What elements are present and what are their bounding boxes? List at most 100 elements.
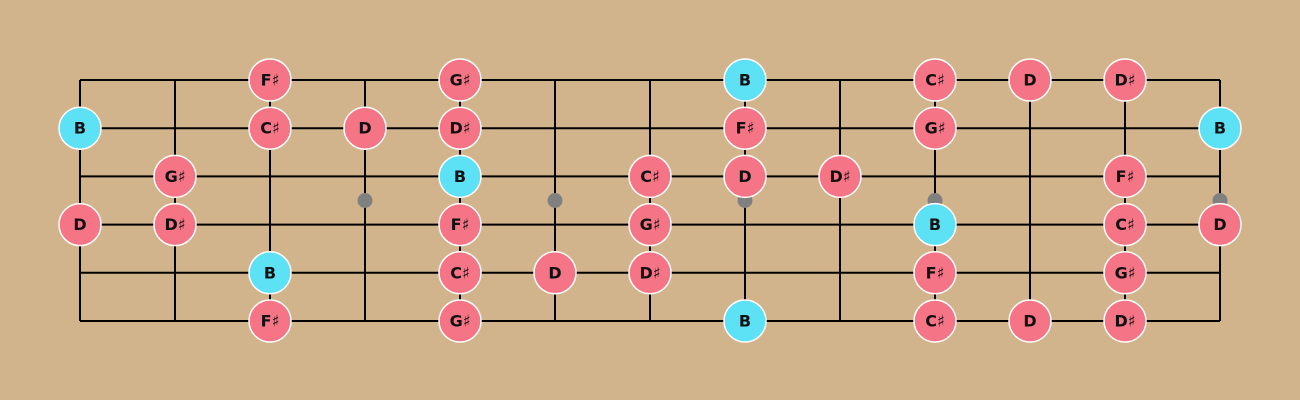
note-label: C♯ <box>925 312 944 331</box>
scale-note-circle <box>723 106 767 150</box>
note-marker: C♯ <box>913 58 957 102</box>
scale-note-circle <box>1103 202 1147 247</box>
scale-note-circle <box>628 251 672 295</box>
note-marker: B <box>58 106 102 150</box>
note-label: D <box>1023 71 1036 90</box>
note-marker: B <box>438 154 482 199</box>
note-label: F♯ <box>1116 167 1135 186</box>
note-label: G♯ <box>1115 263 1136 282</box>
note-marker: D♯ <box>1103 299 1147 343</box>
note-marker: G♯ <box>628 202 672 247</box>
note-label: B <box>264 263 276 282</box>
note-label: D♯ <box>639 263 660 282</box>
note-label: G♯ <box>925 119 946 138</box>
scale-note-circle <box>248 106 292 150</box>
note-marker: C♯ <box>248 106 292 150</box>
scale-note-circle <box>153 202 197 247</box>
scale-note-circle <box>438 299 482 343</box>
note-marker: D♯ <box>438 106 482 150</box>
note-label: F♯ <box>451 215 470 234</box>
scale-note-circle <box>438 106 482 150</box>
root-note-circle <box>913 202 957 247</box>
note-marker: G♯ <box>438 299 482 343</box>
note-marker: G♯ <box>438 58 482 102</box>
note-label: G♯ <box>450 71 471 90</box>
note-label: B <box>74 119 86 138</box>
scale-note-circle <box>913 299 957 343</box>
scale-note-circle <box>58 202 102 247</box>
note-label: D <box>1023 312 1036 331</box>
note-label: B <box>739 312 751 331</box>
scale-note-circle <box>153 154 197 199</box>
note-label: D♯ <box>164 215 185 234</box>
note-label: D♯ <box>1114 71 1135 90</box>
inlay-dot-fret-5 <box>547 193 563 208</box>
note-marker: F♯ <box>248 58 292 102</box>
note-label: C♯ <box>260 119 279 138</box>
root-note-circle <box>438 154 482 199</box>
note-marker: B <box>723 58 767 102</box>
scale-note-circle <box>628 202 672 247</box>
note-label: D <box>548 263 561 282</box>
scale-note-circle <box>438 251 482 295</box>
note-label: G♯ <box>450 312 471 331</box>
note-label: G♯ <box>165 167 186 186</box>
note-label: B <box>454 167 466 186</box>
note-label: D <box>358 119 371 138</box>
note-label: F♯ <box>736 119 755 138</box>
note-marker: F♯ <box>723 106 767 150</box>
note-marker: G♯ <box>1103 251 1147 295</box>
scale-note-circle <box>1103 251 1147 295</box>
scale-note-circle <box>438 202 482 247</box>
root-note-circle <box>723 58 767 102</box>
note-marker: D <box>1008 299 1052 343</box>
root-note-circle <box>1198 106 1242 150</box>
scale-note-circle <box>1008 299 1052 343</box>
scale-note-circle <box>1103 154 1147 199</box>
scale-note-circle <box>913 251 957 295</box>
scale-note-circle <box>438 58 482 102</box>
scale-note-circle <box>628 154 672 199</box>
note-marker: B <box>723 299 767 343</box>
note-marker: D <box>723 154 767 199</box>
note-marker: G♯ <box>153 154 197 199</box>
note-marker: C♯ <box>1103 202 1147 247</box>
note-marker: C♯ <box>438 251 482 295</box>
scale-note-circle <box>248 58 292 102</box>
note-label: C♯ <box>1115 215 1134 234</box>
note-marker: D <box>58 202 102 247</box>
note-label: F♯ <box>261 71 280 90</box>
note-marker: D♯ <box>628 251 672 295</box>
note-marker: C♯ <box>913 299 957 343</box>
note-marker: D <box>1198 202 1242 247</box>
scale-note-circle <box>1103 299 1147 343</box>
note-marker: F♯ <box>438 202 482 247</box>
scale-note-circle <box>913 106 957 150</box>
note-label: D <box>738 167 751 186</box>
scale-note-circle <box>248 299 292 343</box>
note-marker: G♯ <box>913 106 957 150</box>
scale-note-circle <box>343 106 387 150</box>
note-marker: D <box>343 106 387 150</box>
note-marker: B <box>248 251 292 295</box>
scale-note-circle <box>1103 58 1147 102</box>
root-note-circle <box>58 106 102 150</box>
note-marker: B <box>1198 106 1242 150</box>
note-marker: F♯ <box>248 299 292 343</box>
scale-note-circle <box>1008 58 1052 102</box>
inlay-dot-fret-3 <box>357 193 373 208</box>
note-label: D♯ <box>829 167 850 186</box>
note-marker: F♯ <box>1103 154 1147 199</box>
note-label: B <box>739 71 751 90</box>
scale-note-circle <box>913 58 957 102</box>
note-label: C♯ <box>450 263 469 282</box>
scale-note-circle <box>723 154 767 199</box>
note-marker: D♯ <box>1103 58 1147 102</box>
note-label: D <box>1213 215 1226 234</box>
note-marker: F♯ <box>913 251 957 295</box>
note-label: C♯ <box>925 71 944 90</box>
note-marker: C♯ <box>628 154 672 199</box>
fret-inlays <box>357 193 1228 208</box>
